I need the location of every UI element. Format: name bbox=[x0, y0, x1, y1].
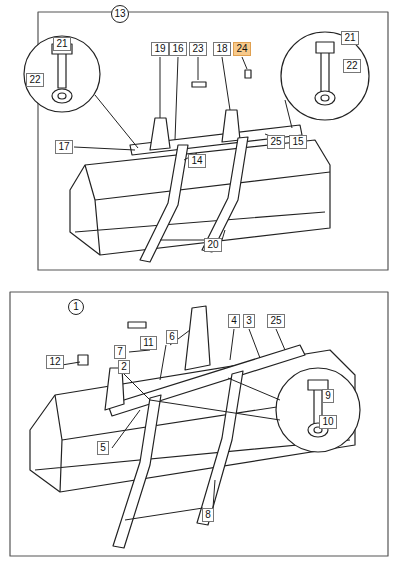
callout-number: 4 bbox=[231, 315, 237, 327]
callout-box: 24 bbox=[233, 42, 251, 56]
callout-box: 16 bbox=[169, 42, 187, 56]
callout-number: 12 bbox=[49, 356, 60, 368]
callout-box: 5 bbox=[97, 441, 109, 455]
callout-number: 13 bbox=[114, 8, 125, 20]
callout-number: 17 bbox=[58, 141, 69, 153]
callout-number: 2 bbox=[121, 361, 127, 373]
callout-box: 14 bbox=[188, 154, 206, 168]
callout-number: 21 bbox=[344, 32, 355, 44]
callout-box: 2 bbox=[118, 360, 130, 374]
callout-box: 21 bbox=[341, 31, 359, 45]
callout-box: 20 bbox=[204, 238, 222, 252]
callout-box: 22 bbox=[343, 59, 361, 73]
callout-number: 22 bbox=[346, 60, 357, 72]
callout-box: 17 bbox=[55, 140, 73, 154]
callout-number: 19 bbox=[154, 43, 165, 55]
callout-number: 5 bbox=[100, 442, 106, 454]
callout-number: 22 bbox=[29, 74, 40, 86]
callout-number: 25 bbox=[270, 136, 281, 148]
callout-box: 18 bbox=[213, 42, 231, 56]
callout-box: 12 bbox=[46, 355, 64, 369]
callout-box: 7 bbox=[114, 345, 126, 359]
callout-box: 25 bbox=[267, 314, 285, 328]
callout-number: 24 bbox=[236, 43, 247, 55]
callout-number: 18 bbox=[216, 43, 227, 55]
callout-number: 21 bbox=[56, 38, 67, 50]
callout-number: 6 bbox=[169, 331, 175, 343]
callout-number: 16 bbox=[172, 43, 183, 55]
callout-box: 19 bbox=[151, 42, 169, 56]
callout-number: 1 bbox=[73, 301, 79, 313]
callout-number: 7 bbox=[117, 346, 123, 358]
callout-box: 3 bbox=[243, 314, 255, 328]
callout-number: 20 bbox=[207, 239, 218, 251]
callout-box: 11 bbox=[140, 336, 157, 350]
callout-number: 10 bbox=[322, 416, 333, 428]
callout-box: 25 bbox=[267, 135, 285, 149]
callout-box: 22 bbox=[26, 73, 44, 87]
callout-number: 9 bbox=[325, 390, 331, 402]
view-number-circle: 13 bbox=[111, 5, 129, 23]
callout-box: 6 bbox=[166, 330, 178, 344]
callout-number: 11 bbox=[143, 337, 153, 349]
callout-box: 9 bbox=[322, 389, 334, 403]
callout-box: 10 bbox=[319, 415, 337, 429]
view-number-circle: 1 bbox=[68, 299, 84, 315]
callout-number: 25 bbox=[270, 315, 281, 327]
callout-box: 23 bbox=[189, 42, 207, 56]
callout-box: 21 bbox=[53, 37, 71, 51]
callout-number: 23 bbox=[192, 43, 203, 55]
callout-number: 15 bbox=[292, 136, 303, 148]
callout-box: 8 bbox=[202, 508, 214, 522]
callout-number: 8 bbox=[205, 509, 211, 521]
callout-box: 15 bbox=[289, 135, 307, 149]
callout-number: 3 bbox=[246, 315, 252, 327]
callout-number: 14 bbox=[191, 155, 202, 167]
callout-box: 4 bbox=[228, 314, 240, 328]
